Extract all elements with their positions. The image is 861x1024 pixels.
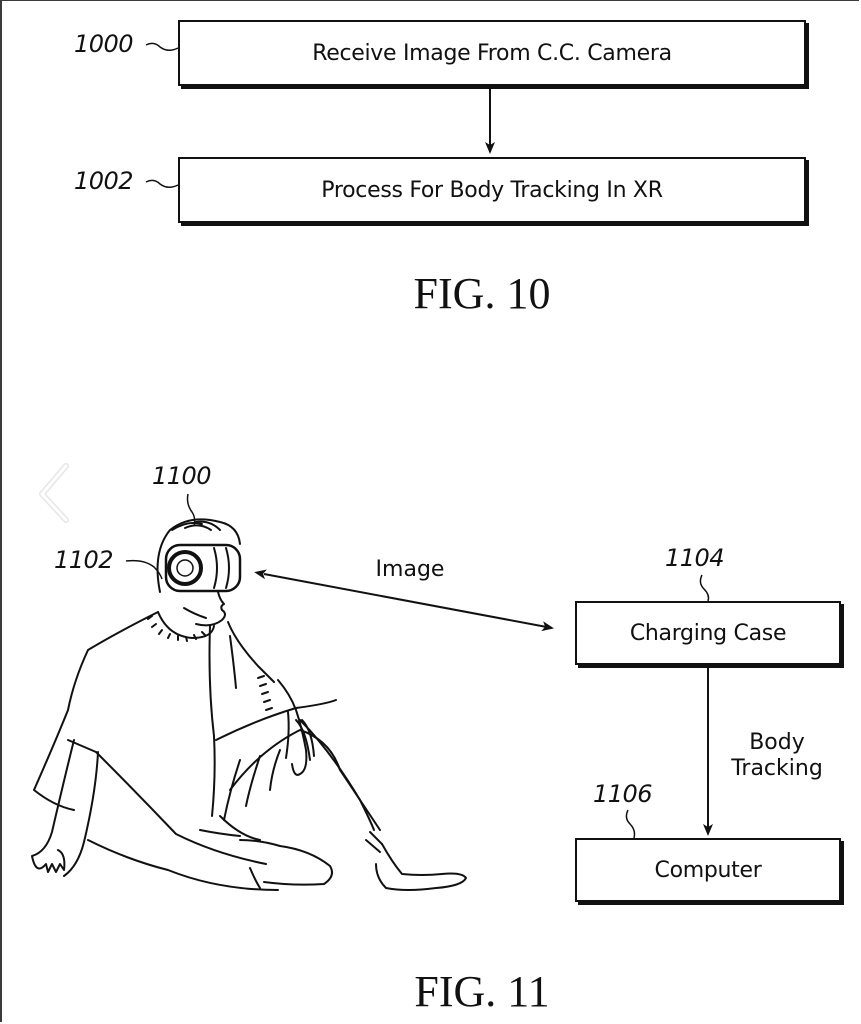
body-tracking-label-line2: Tracking (731, 756, 823, 781)
step-label: Process For Body Tracking In XR (321, 177, 663, 203)
leader-1102 (125, 559, 163, 580)
figure-caption-10: FIG. 10 (413, 269, 551, 318)
ref-numeral-1104: 1104 (665, 544, 725, 572)
charging-case-box: Charging Case (575, 601, 841, 665)
person-with-headset-illustration (31, 518, 467, 891)
computer-label: Computer (654, 857, 762, 883)
charging-case-label: Charging Case (629, 620, 787, 646)
ref-numeral-1000: 1000 (74, 30, 134, 58)
step-box-1002: Process For Body Tracking In XR (178, 157, 806, 223)
leader-1106 (625, 809, 636, 839)
ref-numeral-1100: 1100 (152, 462, 212, 490)
ref-numeral-1106: 1106 (593, 780, 653, 808)
leader-1104 (699, 574, 710, 602)
body-tracking-label-line1: Body (749, 730, 805, 755)
leader-1002 (145, 179, 179, 188)
ref-numeral-1102: 1102 (54, 546, 114, 574)
step-box-1000: Receive Image From C.C. Camera (178, 20, 806, 86)
ref-numeral-1002: 1002 (74, 167, 134, 195)
leader-1100 (186, 493, 196, 527)
chevron-left-icon (39, 463, 69, 523)
body-tracking-label: Body Tracking (722, 730, 832, 782)
image-arrow (254, 569, 554, 632)
step-label: Receive Image From C.C. Camera (312, 40, 672, 66)
previous-image-button[interactable] (30, 458, 80, 528)
figure-caption-11: FIG. 11 (414, 967, 550, 1016)
computer-box: Computer (575, 838, 841, 902)
leader-1000 (145, 42, 179, 51)
